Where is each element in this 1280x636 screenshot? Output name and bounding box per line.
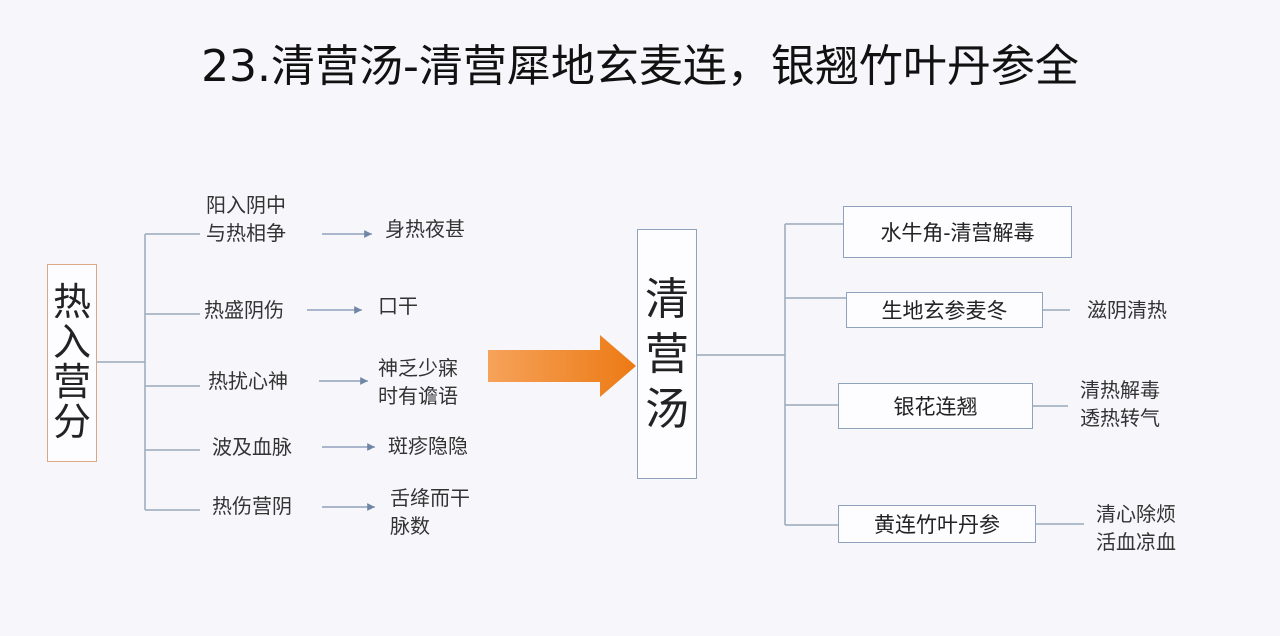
- center-char: 清: [645, 273, 689, 325]
- cause-label: 波及血脉: [212, 435, 292, 459]
- effect-label: 清心除烦 活血凉血: [1096, 502, 1176, 554]
- root-char: 入: [52, 320, 91, 365]
- symptom-label: 斑疹隐隐: [388, 434, 468, 458]
- herb-box: 黄连竹叶丹参: [838, 505, 1036, 543]
- herb-box: 生地玄参麦冬: [846, 292, 1043, 328]
- center-char: 营: [645, 328, 689, 380]
- center-box: 清 营 汤: [637, 229, 697, 479]
- herb-box: 水牛角-清营解毒: [843, 206, 1072, 258]
- symptom-label: 神乏少寐 时有谵语: [378, 356, 458, 408]
- effect-label: 滋阴清热: [1087, 298, 1167, 322]
- cause-label: 热扰心神: [208, 369, 288, 393]
- root-box: 热 入 营 分: [47, 264, 97, 462]
- center-char: 汤: [645, 383, 689, 435]
- root-char: 热: [52, 280, 91, 325]
- effect-label: 清热解毒 透热转气: [1080, 378, 1160, 430]
- herb-box: 银花连翘: [838, 383, 1033, 429]
- flow-arrow: [488, 335, 636, 397]
- symptom-label: 舌绛而干 脉数: [390, 486, 470, 538]
- page-title: 23.清营汤-清营犀地玄麦连，银翘竹叶丹参全: [201, 41, 1079, 92]
- symptom-label: 口干: [378, 294, 418, 318]
- cause-label: 阳入阴中 与热相争: [206, 193, 286, 245]
- root-char: 分: [52, 399, 91, 444]
- symptom-label: 身热夜甚: [385, 217, 465, 241]
- cause-label: 热伤营阴: [212, 494, 292, 518]
- cause-label: 热盛阴伤: [204, 298, 284, 322]
- root-char: 营: [52, 360, 91, 404]
